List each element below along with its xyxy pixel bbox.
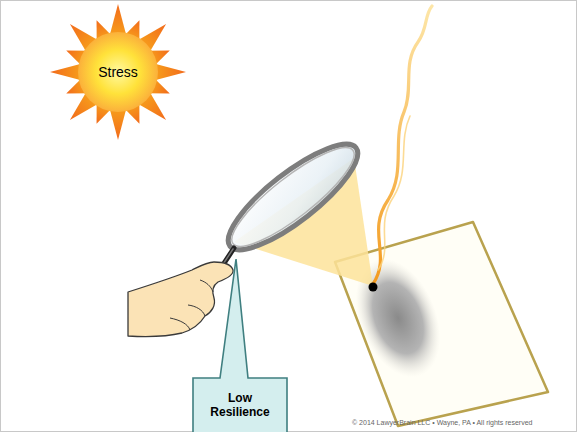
magnifier-lens: [215, 129, 371, 265]
copyright-note: © 2014 LawyerBrain LLC • Wayne, PA • All…: [352, 419, 532, 426]
sun-rays: [50, 4, 186, 140]
text-holder: Stress: [80, 52, 156, 92]
smoke-wisp: [373, 6, 432, 284]
sun-label: Stress: [98, 64, 138, 81]
smoke-wisp: [378, 116, 410, 270]
sun-node: Stress: [80, 52, 156, 92]
text-holder: Low Resilience: [190, 378, 290, 432]
hand-thumb-line: [200, 280, 213, 292]
hand: [128, 262, 233, 337]
burn-point: [369, 283, 378, 292]
sun-core: [78, 32, 158, 112]
callout-shape: [193, 259, 287, 432]
callout-box: Low Resilience: [190, 255, 290, 432]
hand-finger-line: [170, 318, 190, 330]
callout-text: Low Resilience: [203, 391, 277, 420]
hand-finger-line: [188, 305, 205, 316]
lens-rim: [221, 134, 365, 259]
